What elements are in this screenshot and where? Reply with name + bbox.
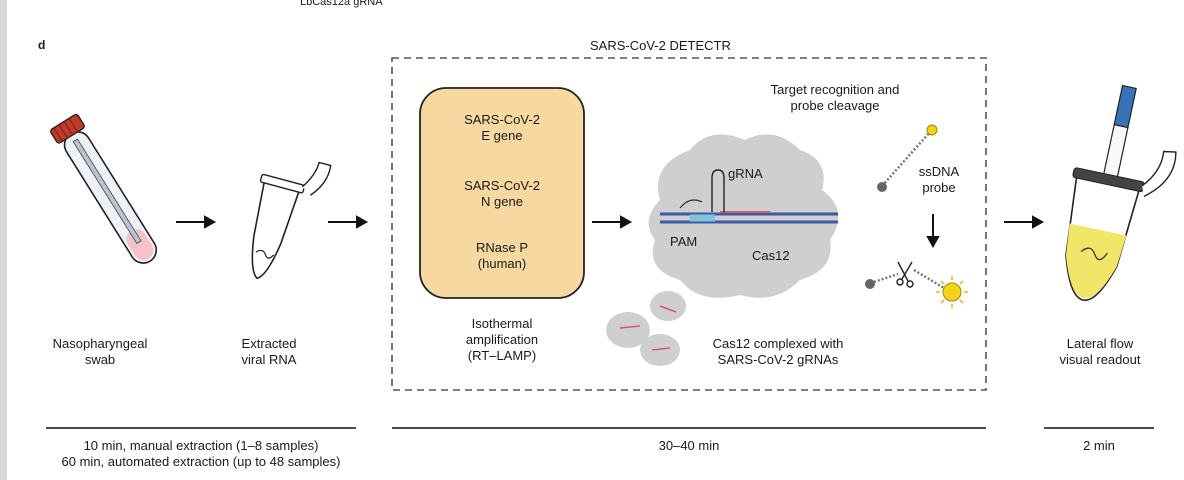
timeline-left-label: 10 min, manual extraction (1–8 samples)6… (61, 438, 341, 469)
rna-tube-icon (251, 161, 332, 280)
cas12-complex-icon (648, 134, 839, 298)
grna-label: gRNA (728, 166, 763, 181)
probe-icon (877, 124, 938, 192)
amplification-box (419, 87, 585, 299)
target-rnase-p: RNase P(human) (475, 240, 529, 271)
panel-letter: d (38, 38, 46, 52)
detectr-dashed-box (391, 57, 987, 391)
left-edge-bar (0, 0, 7, 480)
timeline-right-label: 2 min (1083, 438, 1115, 453)
timeline-middle-label: 30–40 min (658, 438, 720, 453)
pam-label: PAM (670, 234, 698, 249)
top-cut-label: LbCas12a gRNA (300, 0, 383, 8)
arrows (176, 214, 1045, 249)
box-title: SARS-CoV-2 DETECTR (590, 38, 731, 53)
swab-tube-icon (50, 113, 158, 264)
lateral-flow-tube-icon (1065, 84, 1177, 301)
cleaved-probe-icon (865, 261, 968, 308)
small-complexes-icon (606, 291, 686, 366)
cas12-label: Cas12 (752, 248, 790, 263)
